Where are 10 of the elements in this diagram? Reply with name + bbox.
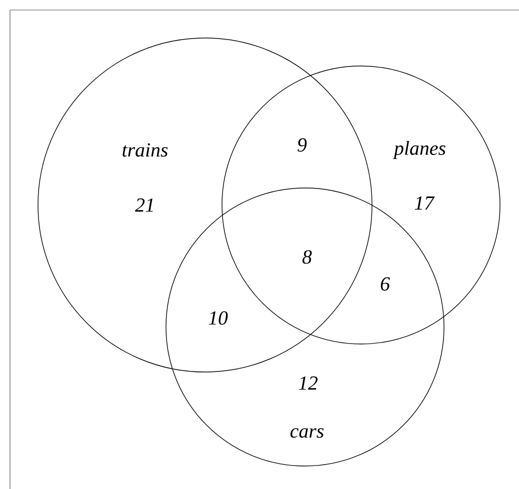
count-label: 21 <box>135 198 153 212</box>
count-label: 10 <box>208 311 228 325</box>
set-label: cars <box>290 428 324 438</box>
count-label: 12 <box>298 376 318 390</box>
count-label: 8 <box>302 250 312 264</box>
count-label: 6 <box>380 277 390 291</box>
set-label: planes <box>392 140 446 160</box>
count-label: 9 <box>298 138 307 152</box>
set-label: trains <box>122 143 168 157</box>
count-label: 17 <box>414 196 435 210</box>
